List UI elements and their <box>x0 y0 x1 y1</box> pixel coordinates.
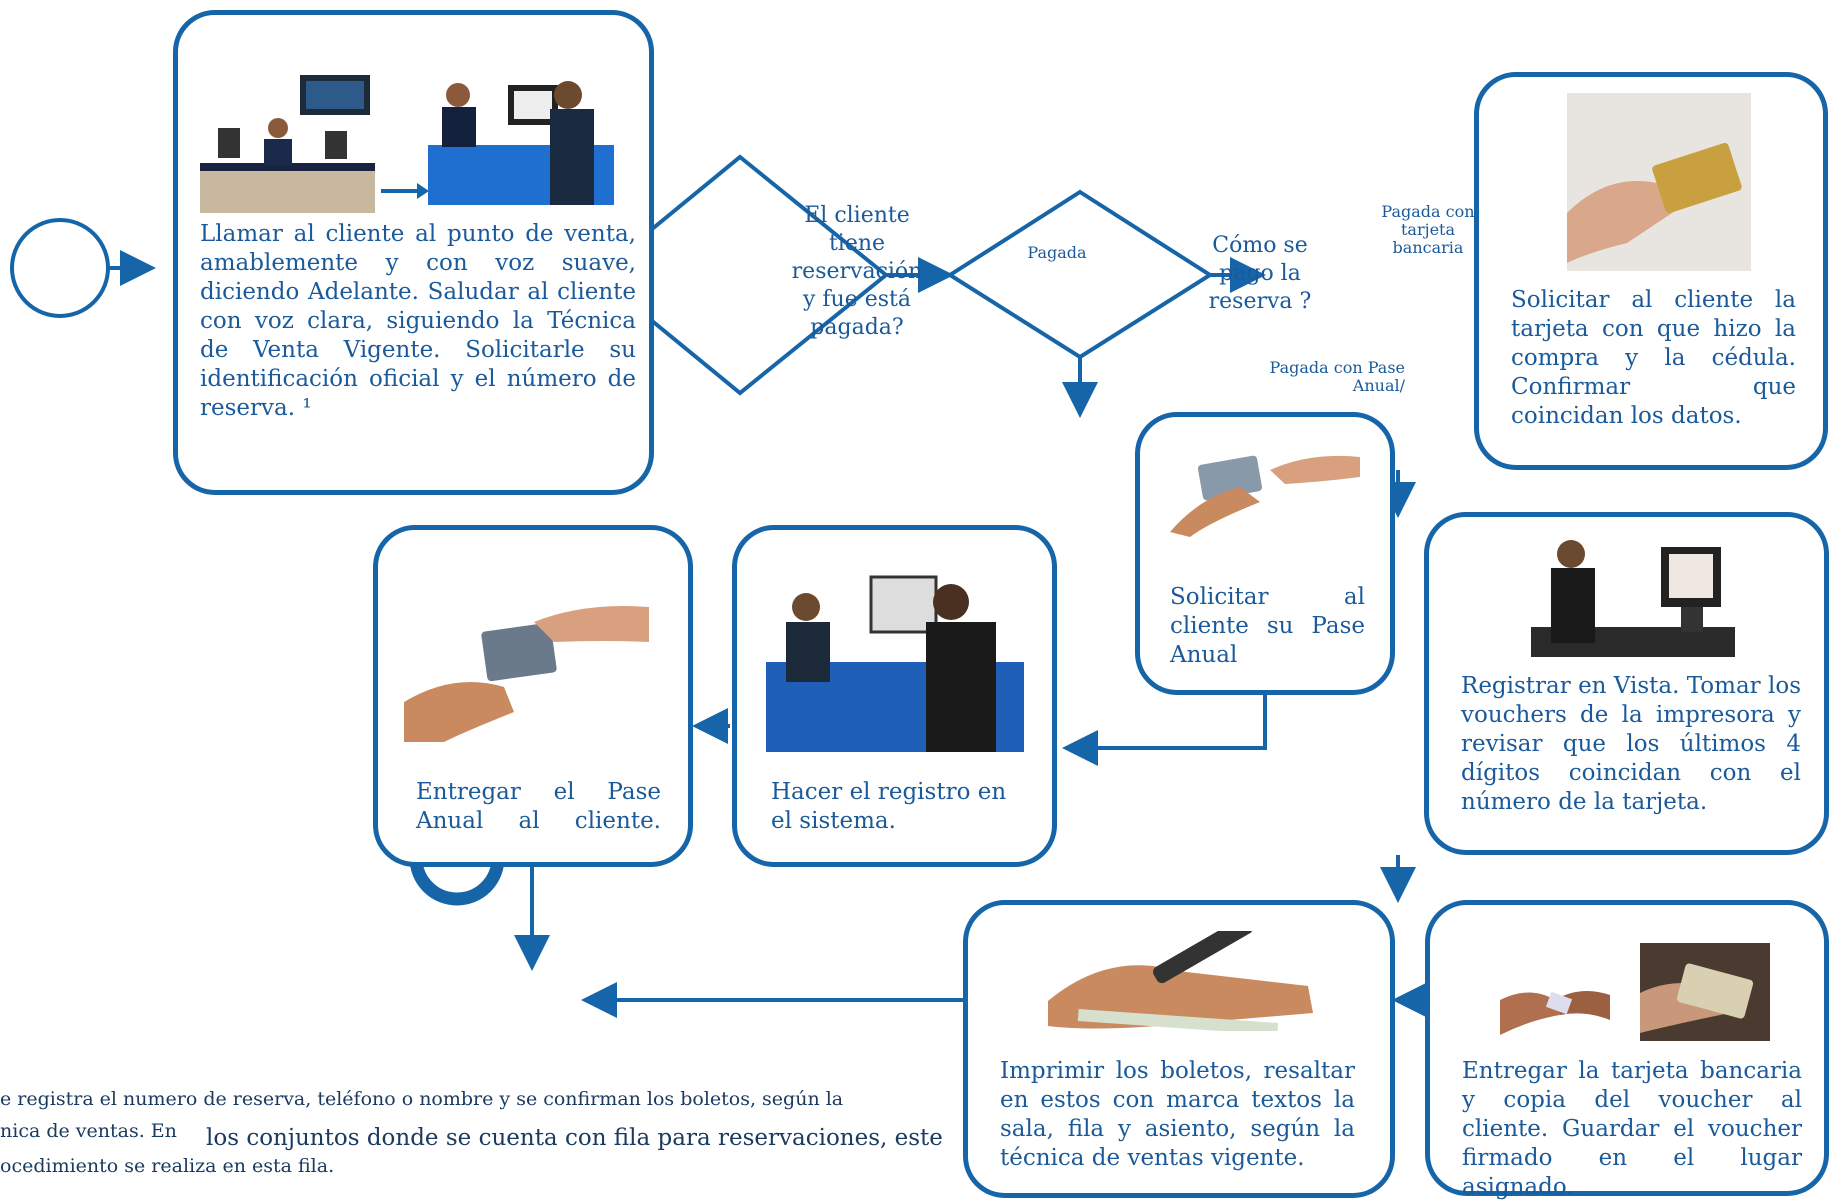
step-text-2: Anual <box>1170 642 1238 668</box>
step-entregar-pase: Entregar el Pase Anual al cliente. <box>373 525 693 867</box>
edge-label-pagada-pase: Pagada con Pase Anual/ <box>1269 358 1405 395</box>
step-text: Entregar la tarjeta bancaria y copia del… <box>1462 1058 1802 1200</box>
step-text: Llamar al cliente al punto de venta, ama… <box>200 221 636 421</box>
step-text: Entregar el Pase Anual al cliente. <box>416 779 661 834</box>
photo-cashier-customer <box>428 65 614 205</box>
step-text-1: Solicitar al cliente su Pase <box>1170 584 1365 639</box>
step-text: Imprimir los boletos, resaltar en estos … <box>1000 1058 1355 1171</box>
step-text-2: que <box>1752 374 1796 400</box>
footnote-line-2a: nica de ventas. En <box>0 1120 177 1142</box>
footnote-line-3: ocedimiento se realiza en esta fila. <box>0 1155 335 1177</box>
photo-pass-handoff-2 <box>404 606 649 742</box>
photo-hand-card <box>1567 93 1751 271</box>
photo-pass-handoff <box>1170 455 1360 537</box>
edge-label-pagada-tarjeta: Pagada con tarjeta bancaria <box>1381 202 1475 257</box>
photo-service-counter <box>200 75 375 213</box>
step-text: Hacer el registro en el sistema. <box>771 779 1007 834</box>
step-registrar-vista: Registrar en Vista. Tomar los vouchers d… <box>1424 512 1829 855</box>
photo-card-handoff <box>1640 943 1770 1041</box>
decision-como-pago <box>946 189 1214 360</box>
step-text: Registrar en Vista. Tomar los vouchers d… <box>1461 673 1801 815</box>
edge-label-pagada: Pagada <box>1027 243 1087 262</box>
footnote-line-1: e registra el numero de reserva, teléfon… <box>0 1088 844 1110</box>
step-solicitar-tarjeta: Solicitar al cliente la tarjeta con que … <box>1474 72 1828 470</box>
decision-reservacion-text: El cliente tiene reservación y fue está … <box>791 203 923 340</box>
photo-cashier-terminal <box>1531 540 1735 657</box>
decision-como-pago-text: Cómo se pago la reserva ? <box>1208 233 1312 314</box>
step-hacer-registro: Hacer el registro en el sistema. <box>732 525 1057 867</box>
arrow-pase-registro <box>1062 692 1267 766</box>
step-text-1: Solicitar al cliente la tarjeta con que … <box>1511 287 1796 400</box>
photo-hands-exchange <box>1500 991 1610 1035</box>
step-imprimir-boletos: Imprimir los boletos, resaltar en estos … <box>963 900 1395 1198</box>
step-entregar-tarjeta: Entregar la tarjeta bancaria y copia del… <box>1425 900 1829 1200</box>
photo-highlighter <box>1048 931 1313 1031</box>
step-solicitar-pase: Solicitar al cliente su Pase Anual <box>1135 412 1395 695</box>
step-text-3: coincidan los datos. <box>1511 403 1742 429</box>
arrow-right-icon <box>381 183 429 199</box>
footnote-line-2b: los conjuntos donde se cuenta con fila p… <box>206 1125 943 1151</box>
step-llamar-cliente: Llamar al cliente al punto de venta, ama… <box>173 10 654 495</box>
photo-cashier-customer-2 <box>766 575 1024 752</box>
start-event <box>10 218 110 318</box>
